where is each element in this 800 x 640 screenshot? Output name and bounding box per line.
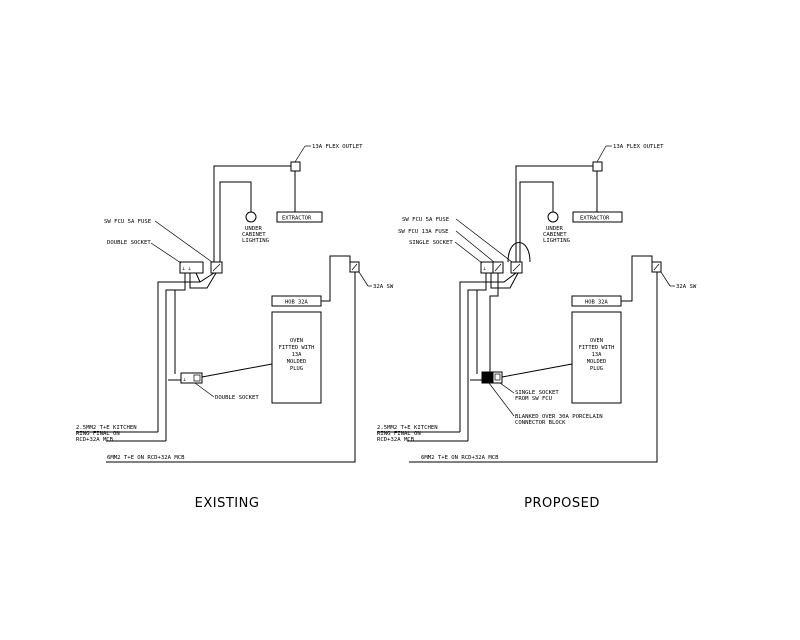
svg-text:SINGLE SOCKET: SINGLE SOCKET bbox=[515, 390, 559, 396]
proposed-extractor-label: EXTRACTOR bbox=[580, 216, 610, 222]
svg-text:OVEN: OVEN bbox=[590, 338, 603, 344]
proposed-lighting-symbol bbox=[547, 211, 559, 223]
proposed-sw-fcu-13a-label: SW FCU 13A FUSE bbox=[398, 229, 449, 235]
svg-text:13A: 13A bbox=[292, 352, 302, 358]
proposed-hob-label: HOB 32A bbox=[585, 300, 608, 306]
existing-oven-box bbox=[271, 311, 322, 404]
proposed-title: PROPOSED bbox=[524, 496, 600, 511]
proposed-sw-fcu-5a bbox=[510, 261, 523, 274]
proposed-32a-switch-label: 32A SW bbox=[676, 284, 697, 290]
svg-text:PLUG: PLUG bbox=[590, 366, 603, 372]
svg-text:2.5MM2 T+E KITCHEN: 2.5MM2 T+E KITCHEN bbox=[76, 425, 137, 431]
svg-text:PLUG: PLUG bbox=[290, 366, 303, 372]
proposed-single-socket-top-label: SINGLE SOCKET bbox=[409, 240, 453, 246]
existing-flex-outlet-leader bbox=[294, 145, 306, 163]
proposed-oven-box bbox=[571, 311, 622, 404]
existing-diagram: 13A FLEX OUTLET EXTRACTOR UNDER CABINET … bbox=[76, 144, 394, 511]
existing-sw-fcu-label: SW FCU 5A FUSE bbox=[104, 219, 152, 225]
svg-text:LIGHTING: LIGHTING bbox=[242, 238, 270, 244]
svg-text:RING FINAL ON: RING FINAL ON bbox=[76, 431, 120, 437]
proposed-flex-outlet-box bbox=[592, 161, 603, 172]
proposed-extractor-box bbox=[572, 211, 623, 223]
svg-text:MOLDED: MOLDED bbox=[587, 359, 606, 365]
svg-text:FITTED WITH: FITTED WITH bbox=[279, 345, 315, 351]
existing-flex-outlet-label: 13A FLEX OUTLET bbox=[312, 144, 363, 150]
svg-text:FITTED WITH: FITTED WITH bbox=[579, 345, 615, 351]
existing-lighting-symbol bbox=[245, 211, 257, 223]
existing-title: EXISTING bbox=[195, 496, 260, 511]
svg-text:⊥: ⊥ bbox=[483, 266, 486, 272]
existing-32a-switch-label: 32A SW bbox=[373, 284, 394, 290]
existing-extractor-label: EXTRACTOR bbox=[282, 216, 312, 222]
svg-text:RCD+32A MCB: RCD+32A MCB bbox=[377, 437, 415, 443]
existing-sw-fcu bbox=[210, 261, 223, 274]
svg-text:BLANKED OVER 30A PORCELAIN: BLANKED OVER 30A PORCELAIN bbox=[515, 414, 603, 420]
svg-text:CONNECTOR BLOCK: CONNECTOR BLOCK bbox=[515, 420, 566, 426]
proposed-flex-outlet-label: 13A FLEX OUTLET bbox=[613, 144, 664, 150]
existing-flex-outlet-box bbox=[290, 161, 301, 172]
existing-double-socket-low-label: DOUBLE SOCKET bbox=[215, 395, 259, 401]
svg-text:UNDER: UNDER bbox=[245, 226, 262, 232]
existing-double-socket-top-label: DOUBLE SOCKET bbox=[107, 240, 151, 246]
svg-text:LIGHTING: LIGHTING bbox=[543, 238, 571, 244]
proposed-diagram: 13A FLEX OUTLET EXTRACTOR UNDER CABINET … bbox=[377, 144, 697, 511]
proposed-single-socket-top bbox=[480, 261, 494, 274]
existing-hob-label: HOB 32A bbox=[285, 300, 308, 306]
proposed-sw-fcu-5a-label: SW FCU 5A FUSE bbox=[402, 217, 450, 223]
proposed-6mm2-label: 6MM2 T+E ON RCD+32A MCB bbox=[421, 455, 499, 461]
svg-text:RING FINAL ON: RING FINAL ON bbox=[377, 431, 421, 437]
existing-extractor-box bbox=[276, 211, 323, 223]
svg-text:2.5MM2 T+E KITCHEN: 2.5MM2 T+E KITCHEN bbox=[377, 425, 438, 431]
existing-double-socket-top bbox=[179, 261, 204, 274]
svg-text:OVEN: OVEN bbox=[290, 338, 303, 344]
existing-double-socket-low bbox=[180, 372, 203, 384]
svg-text:13A: 13A bbox=[592, 352, 602, 358]
svg-text:UNDER: UNDER bbox=[546, 226, 563, 232]
svg-text:CABINET: CABINET bbox=[242, 232, 266, 238]
svg-text:RCD+32A MCB: RCD+32A MCB bbox=[76, 437, 114, 443]
svg-text:CABINET: CABINET bbox=[543, 232, 567, 238]
proposed-single-socket-fcu bbox=[492, 371, 503, 384]
svg-text:⊥: ⊥ bbox=[183, 377, 186, 383]
svg-text:FROM SW FCU: FROM SW FCU bbox=[515, 396, 552, 402]
svg-text:MOLDED: MOLDED bbox=[287, 359, 306, 365]
svg-text:⊥ ⊥: ⊥ ⊥ bbox=[182, 266, 191, 272]
existing-6mm2-label: 6MM2 T+E ON RCD+32A MCB bbox=[107, 455, 185, 461]
proposed-blanked-connector bbox=[481, 371, 494, 384]
